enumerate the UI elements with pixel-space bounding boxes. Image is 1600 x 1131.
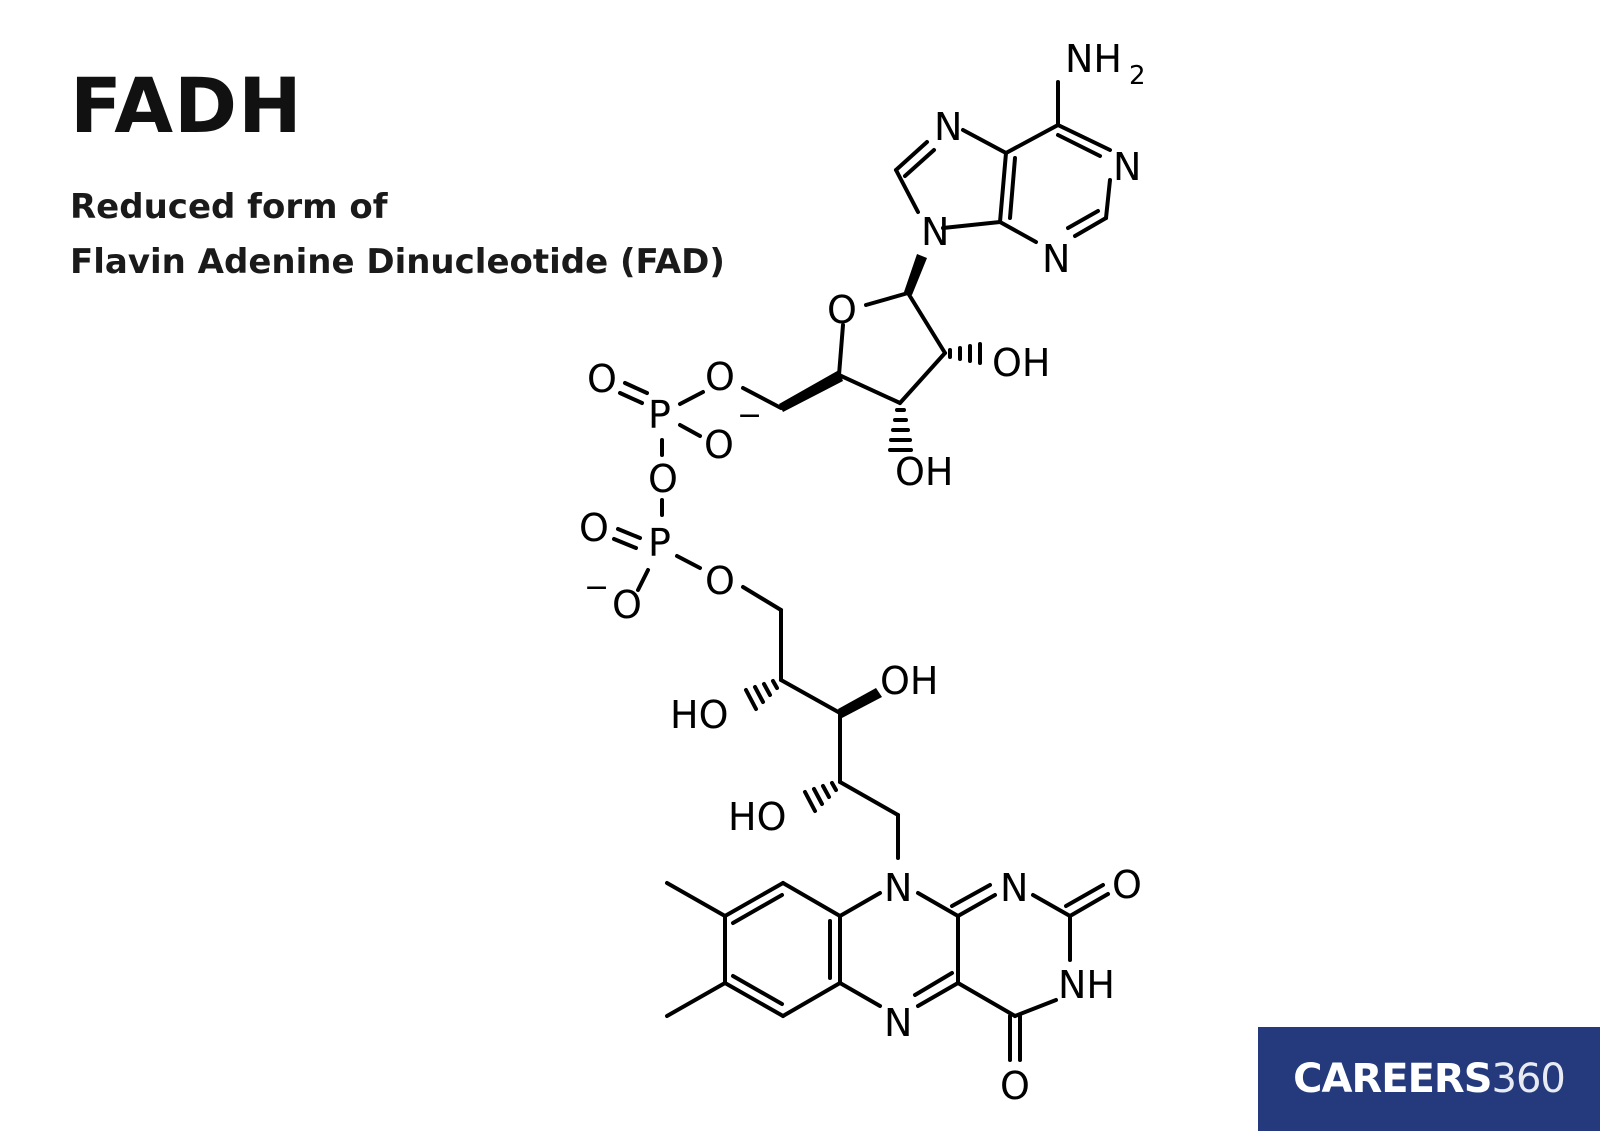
hashed-bond-3-oh	[888, 408, 913, 452]
isoalloxazine-bonds	[665, 881, 1110, 1062]
logo-number-text: 360	[1491, 1056, 1566, 1102]
label-p1-charge: −	[737, 398, 762, 433]
label-n1: N	[1113, 145, 1141, 189]
label-n10: N	[884, 866, 912, 910]
hashed-bond-2-oh	[948, 342, 982, 365]
label-nh2: NH	[1065, 37, 1122, 81]
label-o4: O	[1000, 1064, 1030, 1108]
label-r4-ho: HO	[728, 795, 786, 839]
label-n5: N	[884, 1001, 912, 1045]
label-p2: P	[648, 521, 671, 565]
c3-wedge-bond	[838, 688, 882, 718]
page-subtitle: Reduced form of Flavin Adenine Dinucleot…	[70, 180, 725, 290]
c5-wedge-bond	[779, 370, 843, 412]
hashed-bond-c4-ho	[803, 781, 838, 813]
label-ring-o: O	[827, 288, 857, 332]
logo-wordmark: CAREERS360	[1293, 1056, 1566, 1102]
subtitle-line-2: Flavin Adenine Dinucleotide (FAD)	[70, 242, 725, 282]
label-r2-ho: HO	[670, 693, 728, 737]
label-p2-o-minus: O	[612, 583, 642, 627]
label-r3-oh: OH	[880, 659, 938, 703]
label-nh3: NH	[1058, 963, 1115, 1007]
atom-labels: NH 2 N N N N O OH OH O O P O − O O P O −…	[579, 37, 1146, 1108]
label-3-oh: OH	[895, 450, 953, 494]
subtitle-line-1: Reduced form of	[70, 187, 388, 227]
adenine-bonds	[894, 80, 1112, 244]
label-n9: N	[921, 210, 949, 254]
label-p2-o-double: O	[579, 506, 609, 550]
label-p1-o-link: O	[705, 355, 735, 399]
page-title: FADH	[70, 61, 303, 150]
label-p2-o-link: O	[705, 559, 735, 603]
ribityl-bonds	[779, 608, 900, 860]
label-o2: O	[1112, 863, 1142, 907]
label-p1: P	[648, 393, 671, 437]
careers360-logo: CAREERS360	[1258, 1027, 1600, 1131]
label-n7: N	[934, 105, 962, 149]
label-p1-o-double: O	[587, 357, 617, 401]
label-nh2-sub: 2	[1129, 61, 1146, 91]
label-n3: N	[1042, 237, 1070, 281]
label-2-oh: OH	[992, 341, 1050, 385]
label-p1-o-minus: O	[704, 423, 734, 467]
ribose-bonds	[837, 291, 947, 405]
label-bridge-o: O	[648, 457, 678, 501]
phosphate-bonds	[612, 381, 783, 612]
label-p2-charge: −	[584, 570, 609, 605]
hashed-bond-c2-ho	[744, 679, 779, 711]
label-n1-flavin: N	[1000, 866, 1028, 910]
glycosidic-wedge-bond	[904, 254, 927, 295]
logo-bold-text: CAREERS	[1293, 1056, 1492, 1102]
